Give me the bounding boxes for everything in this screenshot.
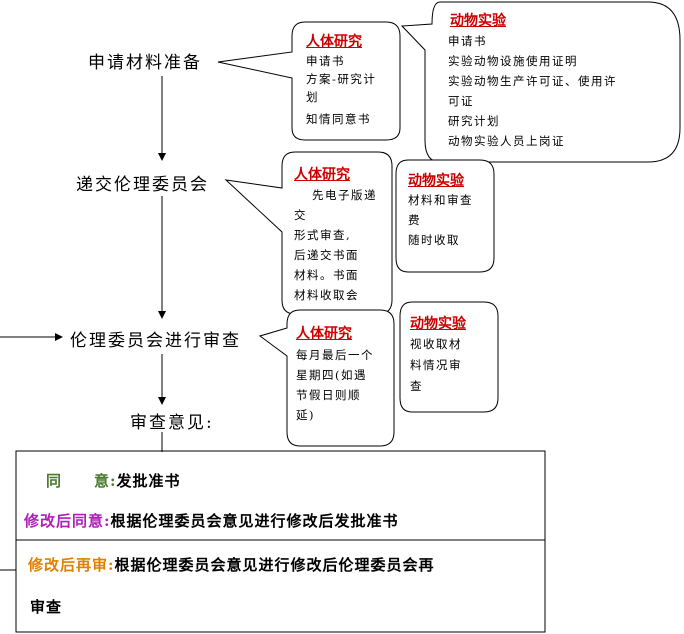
result-agree-text: 发批准书 [116, 472, 181, 490]
result-modify-rereview-label: 修改后再审: [28, 556, 115, 574]
bubble-human-review-line: 星期四(如遇 [296, 368, 367, 382]
bubble-human-review-title: 人体研究 [296, 326, 352, 342]
bubble-animal-materials-line: 实验动物设施使用证明 [448, 54, 578, 68]
step-opinion: 审查意见: [130, 413, 214, 433]
bubble-animal-materials-line: 可证 [448, 94, 474, 108]
result-agree-label: 同 意: [46, 472, 117, 490]
result-modify-agree: 修改后同意:根据伦理委员会意见进行修改后发批准书 [24, 510, 399, 531]
bubble-human-materials-line: 申请书 [306, 54, 345, 68]
result-modify-agree-text: 根据伦理委员会意见进行修改后发批准书 [110, 512, 399, 530]
step-prepare: 申请材料准备 [88, 53, 202, 73]
bubble-human-review-line: 每月最后一个 [296, 348, 374, 362]
bubble-animal-review-line: 查 [410, 379, 423, 393]
bubble-human-submit-line: 后递交书面 [294, 248, 359, 262]
bubble-animal-review-line: 视收取材 [410, 337, 462, 351]
bubble-human-submit-line: 材料。书面 [294, 268, 359, 282]
bubble-animal-materials-line: 研究计划 [448, 114, 500, 128]
bubble-animal-review-title: 动物实验 [410, 316, 466, 332]
bubble-human-materials-line: 方案-研究计 [306, 72, 377, 86]
bubble-human-review-line: 延) [296, 408, 315, 422]
bubble-animal-materials-line: 实验动物生产许可证、使用许 [448, 74, 617, 88]
bubble-human-submit-line: 形式审查, [294, 228, 352, 242]
result-modify-rereview-text-2: 审查 [30, 598, 63, 616]
bubble-human-submit-line: 先电子版递 [312, 188, 377, 202]
bubble-animal-review-shape [399, 301, 499, 413]
result-modify-rereview-text: 根据伦理委员会意见进行修改后伦理委员会再 [114, 556, 435, 574]
bubble-human-materials-line: 知情同意书 [306, 112, 371, 126]
bubble-animal-submit-line: 材料和审查 [408, 193, 473, 207]
bubble-animal-submit-line: 随时收取 [408, 233, 460, 247]
bubble-animal-materials-line: 动物实验人员上岗证 [448, 134, 565, 148]
result-agree: 同 意:发批准书 [46, 470, 181, 491]
result-modify-rereview-cont: 审查 [30, 596, 62, 617]
bubble-human-materials-shape [217, 21, 401, 141]
bubble-human-submit-line: 材料收取会 [294, 288, 359, 302]
bubble-human-submit-title: 人体研究 [294, 167, 350, 183]
bubble-animal-submit-shape [395, 159, 495, 273]
step-submit: 递交伦理委员会 [76, 175, 209, 195]
bubble-animal-materials-title: 动物实验 [450, 13, 506, 29]
bubble-human-materials-line: 划 [306, 90, 319, 104]
result-modify-rereview: 修改后再审:根据伦理委员会意见进行修改后伦理委员会再 [28, 554, 435, 575]
bubble-human-review-line: 节假日则顺 [296, 388, 361, 402]
bubble-animal-materials-line: 申请书 [448, 34, 487, 48]
bubble-human-submit-line: 交 [294, 208, 307, 222]
bubble-human-review-shape [258, 309, 395, 447]
results-box-bottom [15, 539, 546, 633]
bubble-human-materials-title: 人体研究 [306, 34, 362, 50]
bubble-animal-submit-line: 费 [408, 213, 421, 227]
result-modify-agree-label: 修改后同意: [24, 512, 111, 530]
bubble-animal-review-line: 料情况审 [410, 358, 462, 372]
bubble-animal-submit-title: 动物实验 [408, 173, 464, 189]
step-review: 伦理委员会进行审查 [70, 331, 241, 351]
